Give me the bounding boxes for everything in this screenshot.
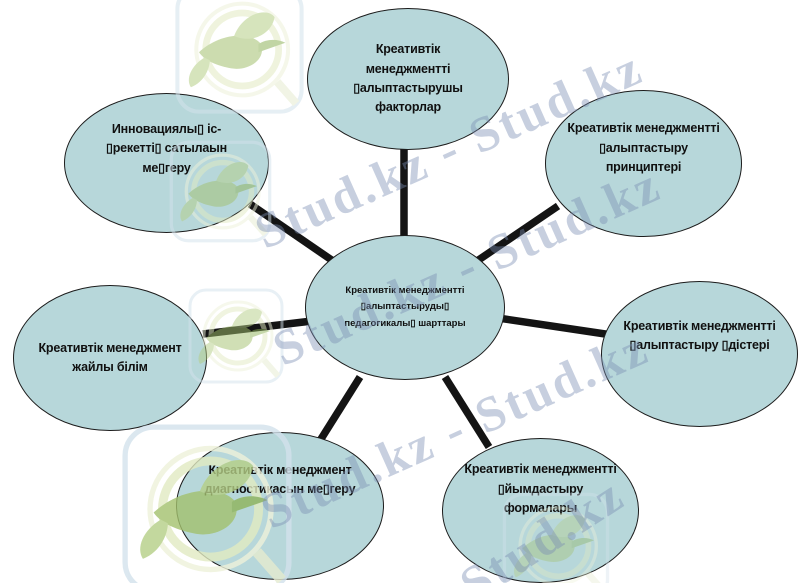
connector-bottom-right (441, 375, 493, 449)
node-factors-label: Креативтік менеджментті ▯алыптастырушы ф… (353, 42, 463, 115)
node-knowledge-label: Креативтік менеджмент жайлы білім (38, 340, 182, 374)
node-organization-forms: Креативтік менеджментті ▯йымдастыру форм… (442, 438, 639, 583)
node-diagnostics: Креативтік менеджмент диагностикасын ме▯… (176, 432, 384, 580)
node-center-label: Креативтік менеджментті ▯алыптастыруды▯ … (344, 285, 466, 329)
node-principles-label: Креативтік менеджментті ▯алыптастыру при… (567, 121, 720, 175)
node-organization-forms-label: Креативтік менеджментті ▯йымдастыру форм… (464, 462, 617, 516)
node-innovation-activity-label: Инновациялы▯ іс- ▯рекетті▯ сатылаын ме▯г… (106, 121, 227, 175)
logo-icon-top-left (177, 0, 301, 112)
connector-left (202, 317, 313, 338)
connector-top-left (247, 200, 339, 267)
node-center-pedagogical-conditions: Креативтік менеджментті ▯алыптастыруды▯ … (305, 235, 505, 380)
connector-right (497, 314, 613, 339)
connector-bottom-left (312, 375, 364, 449)
node-innovation-activity: Инновациялы▯ іс- ▯рекетті▯ сатылаын ме▯г… (64, 93, 269, 233)
node-factors: Креативтік менеджментті ▯алыптастырушы ф… (307, 8, 509, 150)
node-diagnostics-label: Креативтік менеджмент диагностикасын ме▯… (204, 462, 356, 496)
node-methods: Креативтік менеджментті ▯алыптастыру ▯ді… (601, 281, 798, 427)
node-principles: Креативтік менеджментті ▯алыптастыру при… (545, 90, 742, 237)
node-methods-label: Креативтік менеджментті ▯алыптастыру ▯ді… (623, 318, 776, 352)
connector-top-right (474, 202, 561, 265)
node-knowledge: Креативтік менеджмент жайлы білім (13, 285, 207, 431)
